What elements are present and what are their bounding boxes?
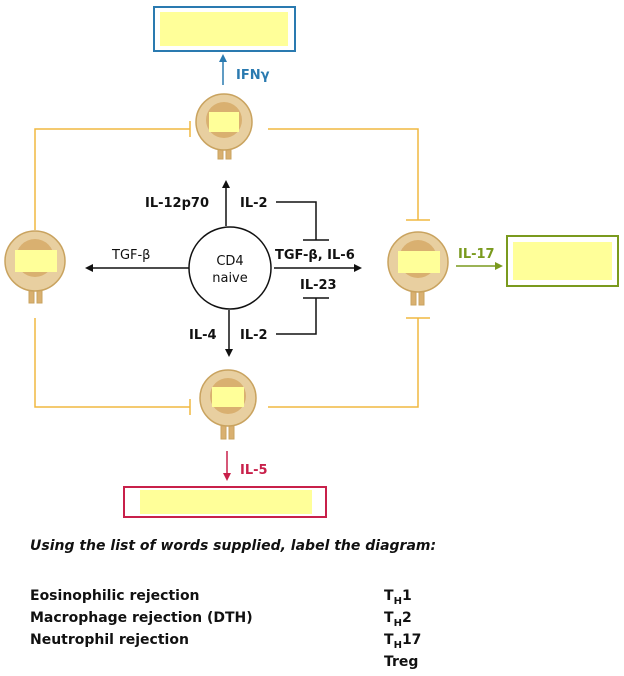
inhibition-frame [34,121,430,415]
word-list-right: TH1 TH2 TH17 Treg [384,585,421,673]
cd4-naive-cell: CD4 naive [188,226,272,310]
differentiation-arrows [90,185,357,352]
th1-cell [195,93,253,160]
word-list-left: Eosinophilic rejection Macrophage reject… [30,585,253,651]
ifng-arrowhead [219,54,227,62]
il17-label: IL-17 [458,247,495,262]
inhibition-connectors [276,201,329,335]
il17-arrowhead [495,262,503,270]
treg-cell [4,230,66,304]
cd4-label: CD4 [216,254,243,269]
il12p70-label: IL-12p70 [145,196,209,211]
th2-cell [199,369,257,440]
tgfb-il6-label: TGF-β, IL-6 [275,248,355,263]
il5-arrowhead [223,473,231,481]
treg-label-slot[interactable] [15,250,57,272]
naive-label: naive [212,271,248,286]
il23-label: IL-23 [300,278,337,293]
th17-cell [387,231,449,306]
il5-label-fill [140,490,312,514]
il17-label-fill [513,242,612,280]
il5-label: IL-5 [240,463,268,478]
word-neutrophil: Neutrophil rejection [30,632,189,648]
word-th17: TH17 [384,632,422,651]
ifng-label: IFNγ [236,68,270,83]
word-th1: TH1 [384,588,412,607]
th1-label-slot[interactable] [209,112,239,132]
word-th2: TH2 [384,610,412,629]
il4-label: IL-4 [189,328,217,343]
il2-bottom-label: IL-2 [240,328,268,343]
word-macrophage: Macrophage rejection (DTH) [30,610,253,626]
ifng-label-fill [160,12,288,46]
arrowheads [85,180,362,357]
il2-top-label: IL-2 [240,196,268,211]
th2-label-slot[interactable] [212,387,244,407]
tgfb-left-label: TGF-β [111,248,150,263]
th17-label-slot[interactable] [398,251,440,273]
word-eosinophilic: Eosinophilic rejection [30,588,200,604]
differentiation-diagram: IFNγ IL-17 IL-5 [4,6,619,518]
instruction-text: Using the list of words supplied, label … [30,538,437,554]
word-treg: Treg [384,654,419,670]
